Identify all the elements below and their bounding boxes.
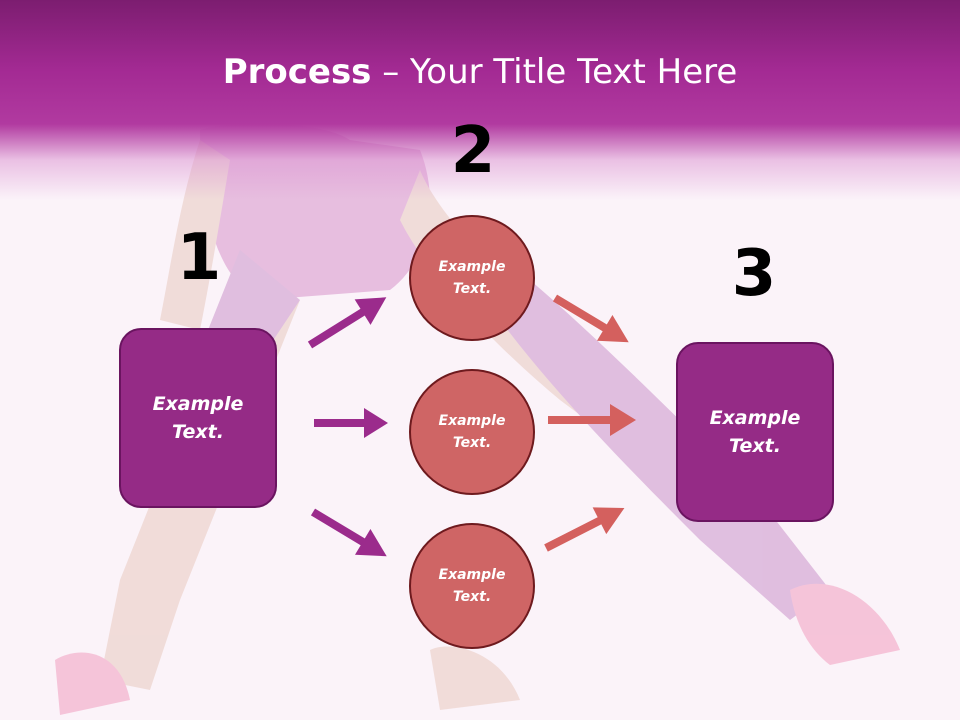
- circle-top-line2: Text.: [452, 281, 492, 297]
- title-bold-part: Process: [222, 52, 372, 92]
- step-3-label: Example Text.: [700, 404, 810, 461]
- step-number-1: 1: [176, 221, 222, 295]
- step-1-label-line2: Text.: [172, 421, 224, 443]
- circle-top-line1: Example: [438, 258, 506, 275]
- circle-bottom-line2: Text.: [452, 589, 492, 605]
- circle-bottom-line1: Example: [438, 566, 506, 583]
- circle-bottom-label: Example Text.: [417, 564, 527, 609]
- circle-middle-line2: Text.: [452, 435, 492, 451]
- step-1-box[interactable]: Example Text.: [119, 328, 277, 508]
- step-3-label-line2: Text.: [729, 435, 781, 457]
- step-3-box[interactable]: Example Text.: [676, 342, 834, 522]
- circle-middle-line1: Example: [438, 412, 506, 429]
- circle-top-label: Example Text.: [417, 256, 527, 301]
- step-1-label-line1: Example: [152, 392, 244, 415]
- arrow-right-up: [552, 294, 629, 343]
- slide-title: Process – Your Title Text Here: [0, 52, 960, 92]
- title-rest-part: – Your Title Text Here: [371, 52, 738, 92]
- step-2-circle-middle[interactable]: Example Text.: [409, 369, 535, 495]
- step-number-2: 2: [450, 114, 496, 188]
- step-number-3: 3: [731, 237, 777, 311]
- arrow-right-down: [544, 507, 625, 552]
- step-3-label-line1: Example: [709, 406, 801, 429]
- arrow-right-middle: [548, 404, 636, 436]
- header-band: [0, 0, 960, 200]
- arrow-left-up: [307, 297, 387, 349]
- circle-middle-label: Example Text.: [417, 410, 527, 455]
- step-2-circle-top[interactable]: Example Text.: [409, 215, 535, 341]
- step-1-label: Example Text.: [143, 390, 253, 447]
- arrow-left-down: [310, 508, 387, 557]
- step-2-circle-bottom[interactable]: Example Text.: [409, 523, 535, 649]
- arrow-left-middle: [314, 408, 388, 438]
